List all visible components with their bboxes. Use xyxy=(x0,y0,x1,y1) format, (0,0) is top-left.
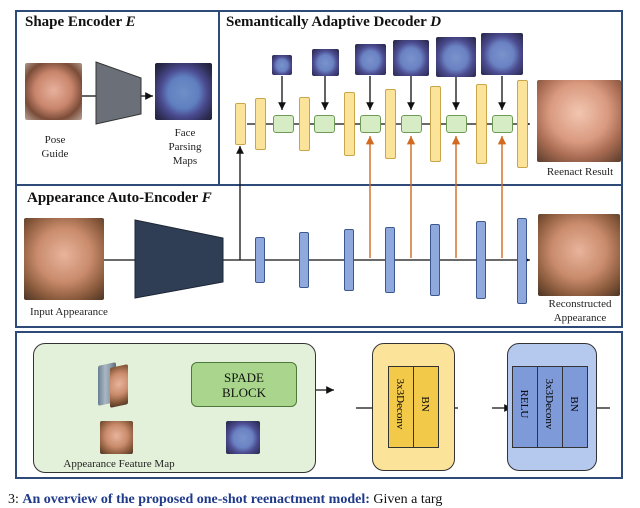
appearance-layer xyxy=(385,227,395,293)
reenact-result-label: Reenact Result xyxy=(546,166,614,178)
spade-block xyxy=(446,115,467,133)
deconv-label: 3x3Deconv xyxy=(394,378,406,430)
bn-label: BN xyxy=(419,396,431,412)
appearance-layer xyxy=(299,232,309,288)
pose-guide-image xyxy=(25,63,82,120)
deconv-layer-blue xyxy=(537,366,563,448)
reenact-result-image xyxy=(537,80,621,162)
appearance-layer xyxy=(476,221,486,299)
spade-block-label: SPADE BLOCK xyxy=(221,370,267,400)
bn-layer-blue xyxy=(562,366,588,448)
decoder-layer xyxy=(476,84,487,164)
appearance-feature-thumb xyxy=(100,421,133,454)
decoder-layer xyxy=(385,89,396,159)
mini-parse-map xyxy=(393,40,429,76)
detail-section-frame xyxy=(15,331,623,479)
decoder-layer xyxy=(430,86,441,162)
appearance-encoder-title: Appearance Auto-Encoder F xyxy=(27,190,212,206)
spade-parse-thumb xyxy=(226,421,260,454)
appearance-layer xyxy=(344,229,354,291)
appearance-feature-map-label: Appearance Feature Map xyxy=(63,458,175,470)
shape-encoder-title: Shape Encoder E xyxy=(25,14,136,30)
face-parsing-label: Face Parsing Maps xyxy=(168,127,202,167)
input-appearance-label: Input Appearance xyxy=(30,306,108,318)
input-appearance-image xyxy=(24,218,104,300)
decoder-layer xyxy=(255,98,266,150)
appearance-layer xyxy=(255,237,265,283)
spade-block-detail xyxy=(191,362,297,407)
decoder-layer xyxy=(517,80,528,168)
decoder-title: Semantically Adaptive Decoder D xyxy=(226,14,442,30)
figure-caption: 3: An overview of the proposed one-shot … xyxy=(8,492,443,507)
reconstructed-appearance-image xyxy=(538,214,620,296)
mini-parse-map xyxy=(481,33,523,75)
mini-parse-map xyxy=(312,49,339,76)
appearance-layer xyxy=(430,224,440,296)
reconstructed-appearance-label: Reconstructed Appearance xyxy=(548,298,612,324)
decoder-layer xyxy=(344,92,355,156)
appearance-divider xyxy=(15,184,623,186)
mini-parse-map xyxy=(272,55,292,75)
spade-block xyxy=(360,115,381,133)
spade-block xyxy=(492,115,513,133)
mini-parse-map xyxy=(355,44,386,75)
spade-block xyxy=(273,115,294,133)
appearance-layer xyxy=(517,218,527,304)
spade-block xyxy=(314,115,335,133)
decoder-layer xyxy=(235,103,246,145)
bn-label-blue: BN xyxy=(568,396,580,412)
decoder-layer xyxy=(299,97,310,151)
deconv-label-blue: 3x3Deconv xyxy=(543,378,555,430)
pose-guide-label: Pose Guide xyxy=(41,134,69,160)
relu-label: RELU xyxy=(518,389,530,419)
feature-map-front xyxy=(110,364,128,408)
spade-block xyxy=(401,115,422,133)
top-section-frame xyxy=(15,10,623,328)
face-parsing-image xyxy=(155,63,212,120)
mini-parse-map xyxy=(436,37,476,77)
shape-encoder-divider xyxy=(218,10,220,186)
bn-layer xyxy=(413,366,439,448)
